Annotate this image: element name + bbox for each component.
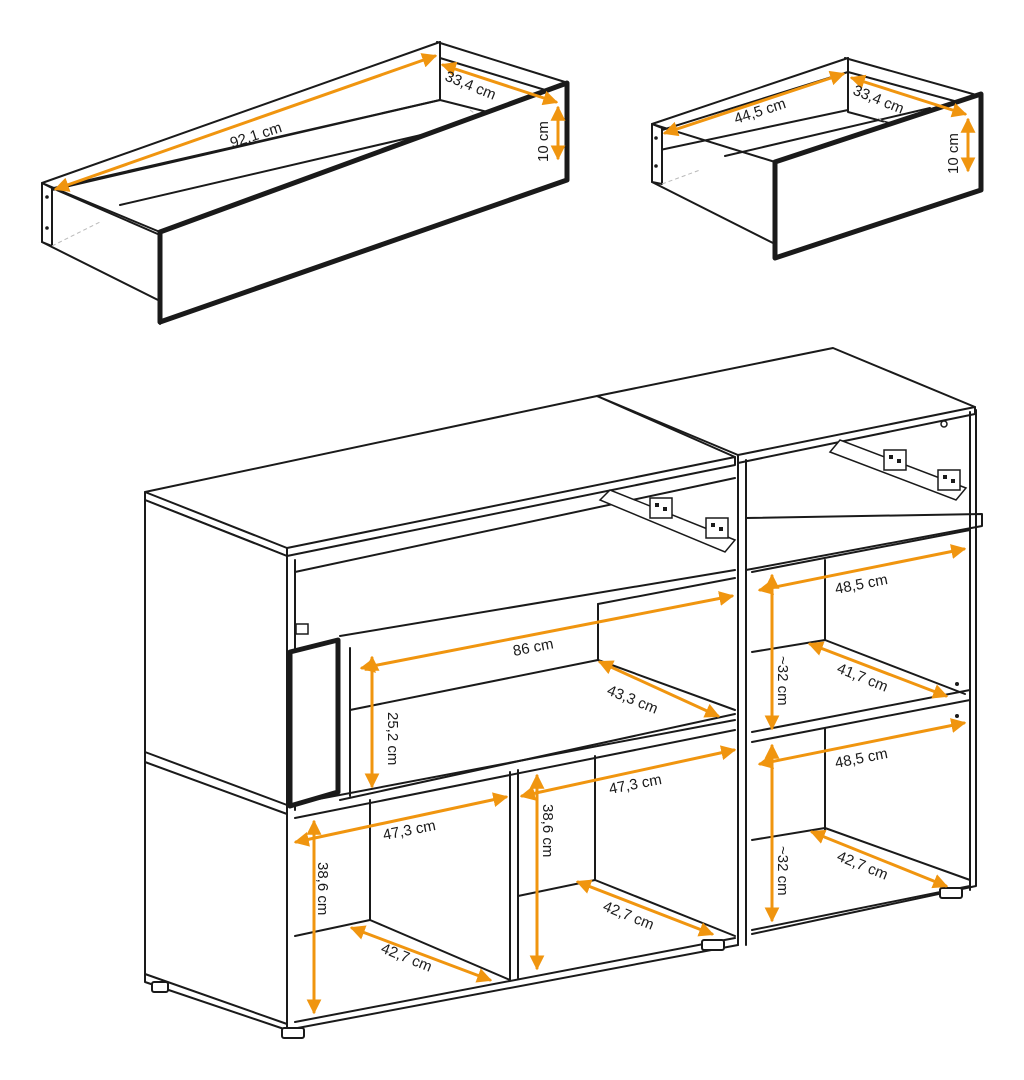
drawer-slide-left bbox=[598, 489, 737, 553]
small-drawer-width-arrow bbox=[662, 70, 846, 137]
upper-left-depth-arrow bbox=[597, 660, 721, 718]
lower-mid-height-label: 38,6 cm bbox=[539, 804, 556, 857]
lower-left-height-label: 38,6 cm bbox=[314, 862, 331, 915]
upper-left-width-arrow bbox=[359, 591, 735, 673]
right-upper-depth-arrow bbox=[807, 641, 949, 699]
drawer-slide-right bbox=[828, 439, 968, 501]
lower-mid-depth-label: 42,7 cm bbox=[601, 898, 657, 934]
right-lower-width-label: 48,5 cm bbox=[834, 745, 890, 772]
lower-mid-depth-arrow bbox=[575, 879, 715, 937]
right-upper-width-label: 48,5 cm bbox=[834, 571, 890, 598]
small-drawer: 44,5 cm 33,4 cm 10 cm bbox=[651, 57, 984, 261]
right-lower-width-arrow bbox=[757, 718, 967, 769]
right-upper-height-label: ~32 cm bbox=[774, 656, 791, 706]
small-drawer-depth-arrow bbox=[849, 74, 968, 118]
large-drawer-depth-arrow bbox=[440, 61, 559, 106]
large-drawer-width-arrow bbox=[53, 53, 438, 192]
cabinet: 86 cm 43,3 cm 25,2 cm 47,3 cm 42,7 cm 38… bbox=[144, 347, 983, 1039]
upper-left-height-label: 25,2 cm bbox=[384, 712, 401, 765]
large-drawer: 92,1 cm 33,4 cm 10 cm bbox=[41, 41, 570, 325]
small-drawer-height-label: 10 cm bbox=[945, 133, 962, 174]
lower-mid-width-arrow bbox=[519, 745, 737, 801]
right-lower-depth-arrow bbox=[809, 829, 949, 889]
lower-left-depth-arrow bbox=[349, 925, 493, 983]
large-drawer-height-label: 10 cm bbox=[535, 121, 552, 162]
lower-left-depth-label: 42,7 cm bbox=[379, 940, 435, 976]
right-lower-height-label: ~32 cm bbox=[774, 846, 791, 896]
right-upper-width-arrow bbox=[757, 544, 967, 595]
lower-left-width-arrow bbox=[293, 792, 509, 847]
